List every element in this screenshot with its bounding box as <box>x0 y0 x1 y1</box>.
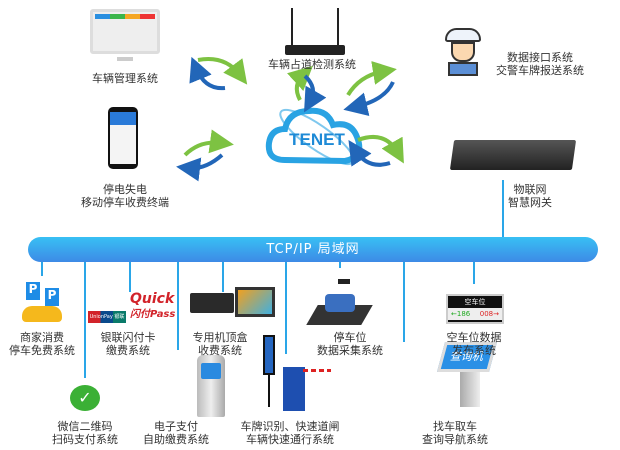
connector-lpr <box>285 262 287 354</box>
barrier-arm <box>303 369 331 372</box>
kiosk-stand <box>460 372 480 407</box>
monitor-stand <box>117 57 133 61</box>
gateway-connector <box>502 180 504 237</box>
label-iot-gateway: 物联网智慧网关 <box>508 183 552 209</box>
label-lane-detection: 车辆占道检测系统 <box>268 58 356 71</box>
set-top-box-icon <box>190 293 234 313</box>
connector-sign <box>473 262 475 284</box>
router-antenna <box>291 8 293 46</box>
lpr-pole <box>268 375 270 407</box>
label-set-top-box: 专用机顶盒收费系统 <box>192 331 248 357</box>
quickpass-logo: Quick 闪付Pass <box>130 291 176 320</box>
barrier-gate-icon <box>283 367 305 411</box>
taxi-car-icon <box>22 306 62 322</box>
label-wechat-pay: 微信二维码扫码支付系统 <box>52 420 118 446</box>
label-lpr-gate: 车牌识别、快速道闸车辆快速通行系统 <box>240 420 340 446</box>
connector-settop <box>222 262 224 292</box>
parking-p-icon: P <box>26 282 40 300</box>
mobile-terminal-icon <box>108 107 138 169</box>
unionpay-logo: UnionPay 银联 <box>88 311 126 323</box>
ceiling-detector-icon <box>338 279 350 284</box>
label-parking-spot-data: 停车位数据采集系统 <box>317 331 383 357</box>
svg-text:TENET: TENET <box>289 130 345 149</box>
label-vehicle-management: 车辆管理系统 <box>92 72 158 85</box>
router-icon <box>285 45 345 55</box>
self-pay-kiosk-icon <box>197 355 225 417</box>
connector-spot <box>339 262 341 268</box>
display-monitor-icon <box>235 287 275 317</box>
lpr-camera-post-icon <box>263 335 275 375</box>
data-flow-arrows <box>176 56 404 182</box>
tcp-ip-lan-bus: TCP/IP 局域网 <box>28 237 598 262</box>
label-data-interface: 数据接口系统交警车牌报送系统 <box>496 51 584 77</box>
label-self-pay: 电子支付自助缴费系统 <box>143 420 209 446</box>
label-merchant-free-parking: 商家消费停车免费系统 <box>9 331 75 357</box>
router-antenna <box>337 8 339 46</box>
label-vacant-spot-publish: 空车位数据发布系统 <box>446 331 502 357</box>
connector-wechat <box>84 262 86 378</box>
van-icon <box>325 294 355 312</box>
iot-gateway-icon <box>449 140 577 170</box>
connector-merchant <box>41 262 43 276</box>
connector-kiosk <box>403 262 405 342</box>
wechat-pay-icon: ✓ <box>70 385 100 411</box>
connector-unionpay <box>129 262 131 292</box>
monitor-icon <box>90 9 160 54</box>
label-car-finder: 找车取车查询导航系统 <box>422 420 488 446</box>
traffic-police-icon <box>445 28 481 78</box>
parking-p-icon: P <box>45 288 59 306</box>
connector-epay <box>177 262 179 350</box>
label-unionpay: 银联闪付卡缴费系统 <box>100 331 156 357</box>
label-mobile-terminal: 停电失电移动停车收费终端 <box>81 183 169 209</box>
